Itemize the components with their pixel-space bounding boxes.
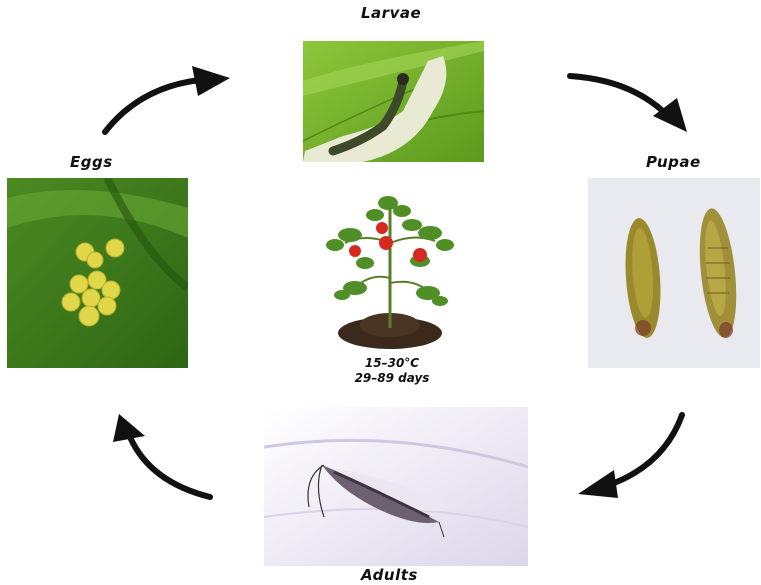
arrow-pupae-to-adults bbox=[574, 410, 689, 500]
pupae-image bbox=[588, 178, 760, 368]
label-adults: Adults bbox=[361, 566, 418, 584]
larvae-image bbox=[303, 41, 484, 162]
label-pupae: Pupae bbox=[646, 153, 701, 171]
label-larvae: Larvae bbox=[361, 4, 421, 22]
development-duration: 29–89 days bbox=[322, 371, 462, 386]
tomato-plant-icon bbox=[310, 183, 460, 353]
arrow-eggs-to-larvae bbox=[100, 62, 235, 137]
temperature-range: 15–30°C bbox=[322, 356, 462, 371]
label-eggs: Eggs bbox=[70, 153, 113, 171]
adults-image bbox=[264, 407, 528, 566]
eggs-image bbox=[7, 178, 188, 368]
arrow-adults-to-eggs bbox=[105, 412, 215, 502]
arrow-larvae-to-pupae bbox=[565, 68, 695, 138]
host-conditions: 15–30°C 29–89 days bbox=[322, 356, 462, 386]
